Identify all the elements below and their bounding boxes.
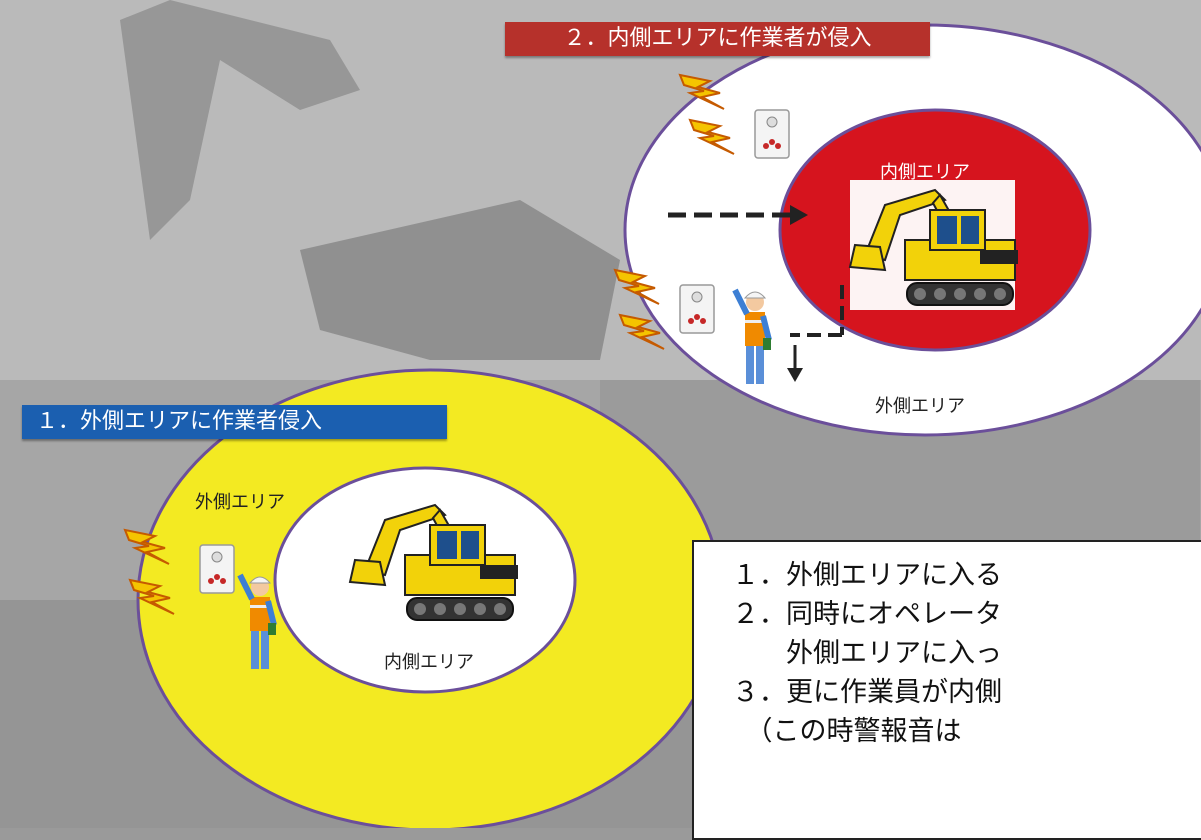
inner-area-label-1: 内側エリア <box>384 652 474 673</box>
description-box: １．外側エリアに入る ２．同時にオペレータ 外側エリアに入っ ３．更に作業員が内… <box>692 540 1201 840</box>
step2-banner: ２．内側エリアに作業者が侵入 <box>505 22 930 56</box>
diagram-2 <box>614 23 1201 437</box>
diagram-1 <box>124 368 724 828</box>
description-line-3: 外側エリアに入っ <box>732 638 1002 669</box>
alarm-device-icon <box>679 284 715 334</box>
step1-banner: １．外側エリアに作業者侵入 <box>22 405 447 439</box>
alarm-device-icon <box>199 544 235 594</box>
alarm-device-icon <box>754 109 790 159</box>
outer-area-label-2: 外側エリア <box>875 396 965 417</box>
description-line-5: （この時警報音は <box>732 716 962 747</box>
description-line-4: ３．更に作業員が内側 <box>732 677 1002 708</box>
description-line-2: ２．同時にオペレータ <box>732 599 1002 630</box>
description-line-1: １．外側エリアに入る <box>732 560 1002 591</box>
arrow-icon <box>787 368 803 382</box>
inner-area-label-2: 内側エリア <box>880 162 970 183</box>
outer-area-label-1: 外側エリア <box>195 492 285 513</box>
